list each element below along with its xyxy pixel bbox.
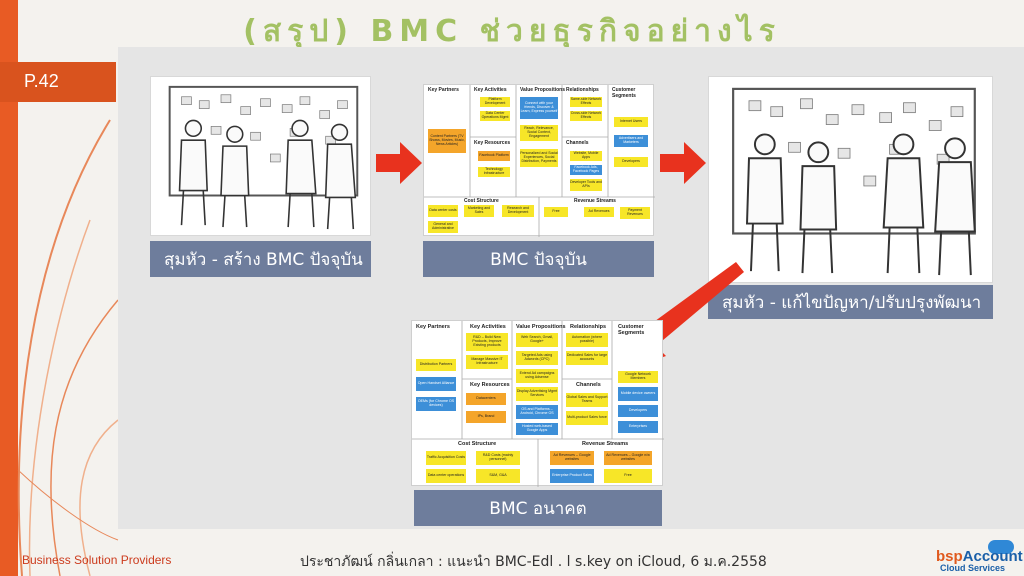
bmc-current-header-cost: Cost Structure [464,198,499,204]
bmc-current-canvas: Key Partners Key Activities Value Propos… [423,84,655,237]
bmc-future-canvas: Key Partners Key Activities Value Propos… [411,320,664,487]
bmc-note: Marketing and Sales [464,205,494,217]
logo-tagline: Cloud Services [940,563,1006,573]
cloud-icon [988,540,1014,554]
bmc-current-header-segments: Customer Segments [612,87,636,99]
bmc-note: Enterprise Product Sales [550,469,594,483]
bmc-note: Ad Revenues – Google websites [550,451,594,465]
bmc-note: Dedicated Sales for large accounts [566,351,608,365]
bmc-future-header-activities: Key Activities [470,324,506,330]
slide-title: (สรุป) BMC ช่วยธุรกิจอย่างไร [243,14,781,49]
bmc-note: Mobile device owners [618,387,658,401]
bmc-note: Extend Ad campaigns using Adsense [516,369,558,383]
bmc-note: OEMs (for Chrome OS devices) [416,397,456,411]
bmc-note: Data center costs [428,205,458,217]
bmc-note: OS and Platforms – Android, Chrome OS [516,405,558,419]
bmc-note: Automation (where possible) [566,333,608,347]
bmc-current-header-resources: Key Resources [474,140,511,146]
team-sketch-illustration [732,87,976,276]
arrow-right-icon [660,142,706,184]
footer-credit: ประชาภัฒน์ กลิ่นเกลา : แนะนำ BMC-Edl . l… [300,554,767,570]
bmc-future-header-cost: Cost Structure [458,441,497,447]
footer-company: Business Solution Providers [22,553,172,567]
bmc-note: Facebook Platform [478,151,510,161]
caption-bmc-current: BMC ปัจจุบัน [423,241,654,277]
bmc-note: Website, Mobile Apps [570,151,602,161]
bmc-current-header-channels: Channels [566,140,589,146]
bmc-note: Free [544,207,568,217]
bmc-note: Global Sales and Support Teams [566,393,608,407]
bmc-note: Distribution Partners [416,359,456,371]
bmc-note: Same-side Network Effects [570,97,602,107]
logo-text: bspAccount [936,548,1023,565]
bmc-current-header-activities: Key Activities [474,87,507,93]
decorative-curves [17,119,119,576]
brainstorm-photo-2 [708,76,993,283]
bmc-note: Ad Revenues [584,207,614,217]
bmc-note: Data center operations [426,469,466,483]
caption-brainstorm-improve: สุมหัว - แก้ไขปัญหา/ปรับปรุงพัฒนา [708,285,993,319]
bmc-note: Connect with your friends, Discover & Le… [520,97,558,119]
bmc-note: Multi-product Sales force [566,411,608,425]
bmc-note: Display Advertising Mgmt Services [516,387,558,401]
bmc-note: Datacenters [466,393,506,405]
bmc-note: R&D – Build New Products, Improve Existi… [466,333,508,351]
bmc-note: Targeted Ads using Adwords (CPC) [516,351,558,365]
bmc-future-header-segments: Customer Segments [618,324,645,336]
bmc-current-header-relationships: Relationships [566,87,599,93]
bmc-note: Platform Development [480,97,510,107]
bmc-note: Hosted web-based Google Apps [516,423,558,435]
bmc-note: Personalized and Social Experiences, Soc… [520,149,558,167]
bmc-note: Ad Revenues – Google n/w websites [604,451,652,465]
bsp-account-logo: bspAccount Cloud Services [930,540,1023,574]
caption-brainstorm-current: สุมหัว - สร้าง BMC ปัจจุบัน [150,241,371,277]
bmc-note: Internet Users [614,117,648,127]
caption-bmc-future: BMC อนาคต [414,490,662,526]
bmc-note: Facebook Ads, Facebook Pages [570,165,602,175]
bmc-future-header-value: Value Propositions [516,324,566,330]
bmc-note: Data Center Operations Mgmt [480,111,510,121]
bmc-current-header-value: Value Propositions [520,87,566,93]
team-sketch-illustration [168,85,359,230]
bmc-note: Developer Tools and APIs [570,179,602,191]
bmc-note: Technology Infrastructure [478,167,510,177]
bmc-note: Free [604,469,652,483]
bmc-note: Research and Development [502,205,534,217]
bmc-future-header-resources: Key Resources [470,382,510,388]
bmc-note: Reach, Relevance, Social Context, Engage… [520,125,558,141]
bmc-note: R&D Costs (mainly personnel) [476,451,520,465]
bmc-current-header-revenue: Revenue Streams [574,198,616,204]
page-number-tag: P.42 [0,62,116,102]
bmc-current-grid [424,85,655,237]
bmc-future-header-relationships: Relationships [570,324,607,330]
brainstorm-photo-1 [150,76,371,236]
bmc-future-header-channels: Channels [576,382,601,388]
bmc-note: Web Search, Gmail, Google+ [516,333,558,347]
left-accent-bar [0,0,18,576]
bmc-note: Developers [618,405,658,417]
bmc-current-header-partners: Key Partners [428,87,459,93]
logo-name-a: bsp [936,548,963,565]
arrow-right-icon [376,142,422,184]
bmc-future-header-revenue: Revenue Streams [582,441,629,447]
bmc-future-header-partners: Key Partners [416,324,450,330]
bmc-note: Cross-side Network Effects [570,111,602,121]
bmc-note: Traffic Acquisition Costs [426,451,466,465]
bmc-note: Manage Massive IT Infrastructure [466,355,508,369]
bmc-note: Content Partners (TV Shows, Movies, Musi… [428,129,466,153]
bmc-note: S&M, G&A [476,469,520,483]
logo-name-b: Account [962,548,1023,565]
bmc-future-grid [412,321,664,487]
bmc-note: Enterprises [618,421,658,433]
bmc-note: Google Network Members [618,371,658,383]
bmc-note: IPs, Brand [466,411,506,423]
bmc-note: Advertisers and Marketers [614,135,648,147]
bmc-note: Open Handset Alliance [416,377,456,391]
bmc-note: Developers [614,157,648,167]
bmc-note: Payment Revenues [620,207,650,219]
bmc-note: General and Administrative [428,221,458,233]
